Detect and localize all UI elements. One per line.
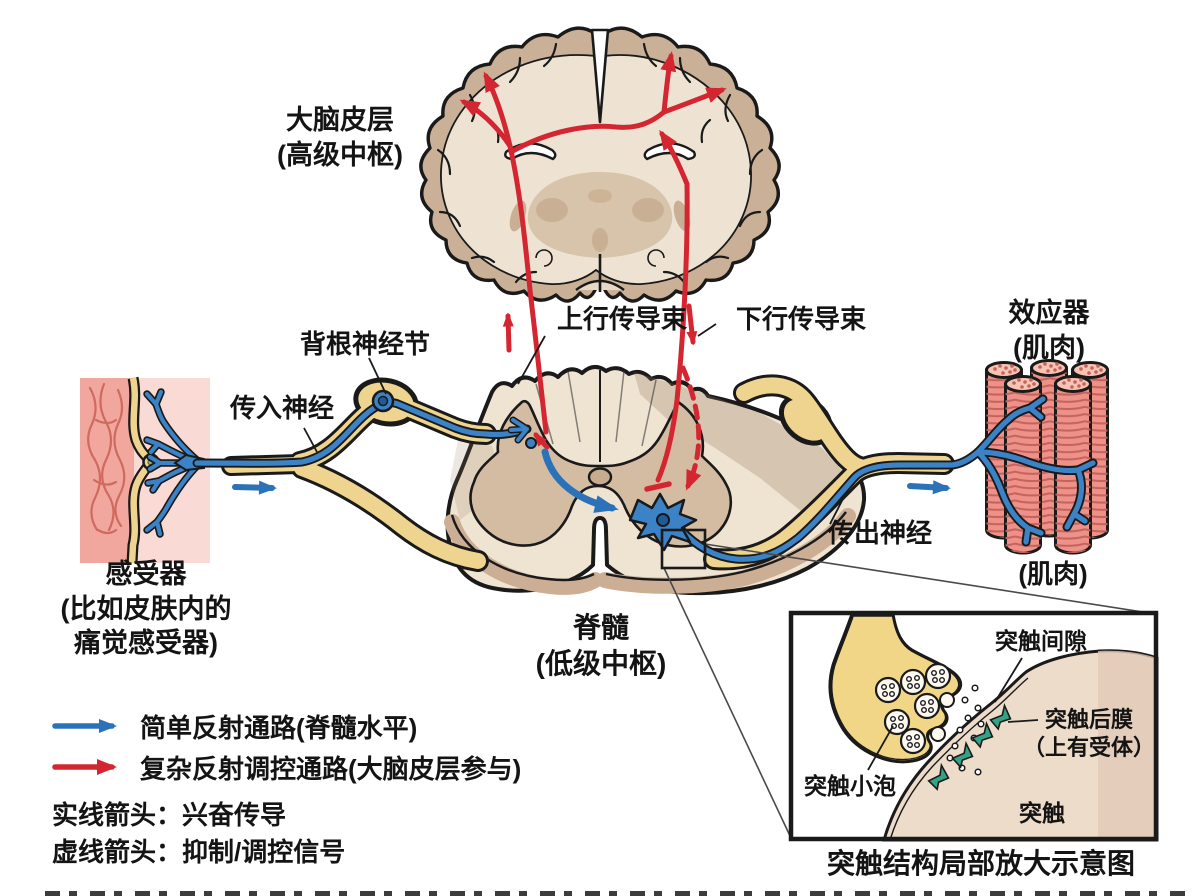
synapse-label: 突触 [1019, 800, 1065, 826]
legend-complex-pathway: 复杂反射调控通路(大脑皮层参与) [140, 754, 522, 784]
legend-dashed-note: 虚线箭头：抑制/调控信号 [52, 837, 346, 867]
zoom-callout [660, 528, 1157, 839]
synapse-inset [788, 610, 1159, 842]
legend-simple-pathway: 简单反射通路(脊髓水平) [140, 713, 418, 743]
cropped-text-strip [45, 891, 1185, 896]
dorsal-root-ganglion-label: 背根神经节 [299, 329, 431, 359]
ascending-tract-label: 上行传导束 [556, 304, 688, 334]
red-pathways [459, 51, 727, 492]
effector-label: 效应器(肌肉) [1008, 298, 1090, 363]
efferent-nerve-label: 传出神经 [827, 518, 933, 548]
muscle-effector [985, 359, 1109, 555]
receptor-label: 感受器(比如皮肤内的痛觉感受器) [60, 559, 232, 659]
synaptic-cleft-label: 突触间隙 [995, 628, 1087, 654]
afferent-nerve-label: 传入神经 [229, 393, 335, 423]
efferent-fiber [675, 394, 1098, 564]
label-leaders [303, 323, 846, 525]
inset-caption: 突触结构局部放大示意图 [826, 848, 1136, 879]
brain-section [419, 26, 781, 303]
muscle-bottom-label: (肌肉) [1018, 559, 1088, 589]
skin-receptor [80, 376, 210, 564]
postsynaptic-membrane-label: 突触后膜（上有受体） [1022, 707, 1156, 761]
legend-solid-note: 实线箭头：兴奋传导 [52, 800, 287, 830]
synaptic-vesicle-label: 突触小泡 [804, 773, 896, 799]
motor-neuron [628, 492, 698, 552]
descending-tract-label: 下行传导束 [735, 304, 867, 334]
spinal-cord-label: 脊髓(低级中枢) [535, 612, 667, 679]
legend-arrows [52, 719, 117, 775]
ganglion-cell [371, 389, 395, 413]
blue-arrows [232, 448, 951, 513]
cortex-label: 大脑皮层(高级中枢) [277, 105, 403, 170]
